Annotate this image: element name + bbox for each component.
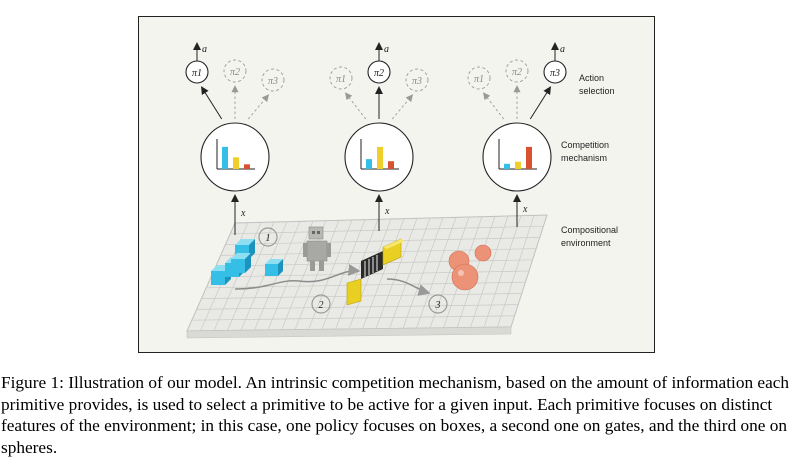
- competition-circle: [482, 122, 552, 192]
- bar-2: [377, 146, 383, 169]
- model-illustration: 1 2 3 π1 a π2 π3 x π1 π2 a π3 x π1 π2 π3 a x Action se…: [185, 42, 618, 339]
- bar-1: [222, 146, 228, 169]
- column-1: π1 a π2 π3 x: [185, 42, 285, 235]
- svg-text:2: 2: [319, 300, 324, 311]
- policy-1-circle: [467, 66, 491, 90]
- policy-3-label: π3: [268, 76, 278, 87]
- selection-arrow-1: [201, 86, 223, 120]
- svg-text:1: 1: [266, 233, 271, 244]
- action-symbol: a: [384, 44, 389, 55]
- boxes-group: [211, 239, 283, 285]
- label-compositional-environment-1: Compositional: [561, 225, 618, 235]
- policy-1-label: π1: [336, 74, 346, 85]
- policy-3-circle: [405, 68, 429, 92]
- policy-1-circle: [329, 66, 353, 90]
- caption-label: Figure 1:: [1, 373, 64, 392]
- bar-1: [504, 163, 510, 169]
- label-competition-mechanism-1: Competition: [561, 140, 609, 150]
- policy-3-label: π3: [550, 68, 560, 79]
- svg-text:3: 3: [435, 300, 441, 311]
- policy-2-circle: [505, 59, 529, 83]
- policy-2-circle: [223, 59, 247, 83]
- label-action-selection-2: selection: [579, 86, 615, 96]
- selection-arrow-1: [345, 92, 367, 120]
- policy-1-label: π1: [192, 68, 202, 79]
- figure-frame: 1 2 3 π1 a π2 π3 x π1 π2 a π3 x π1 π2 π3 a x Action se…: [138, 16, 655, 353]
- grid-line: [225, 237, 540, 245]
- agent-path-2: [386, 278, 431, 296]
- grid-line: [191, 315, 515, 321]
- competition-circle: [200, 122, 270, 192]
- selection-arrow-3: [391, 94, 414, 120]
- figure-caption: Figure 1: Illustration of our model. An …: [1, 372, 806, 458]
- bar-3: [244, 164, 250, 169]
- action-symbol: a: [202, 44, 207, 55]
- input-symbol: x: [240, 208, 246, 219]
- column-2: π1 π2 a π3 x: [329, 42, 429, 231]
- grid-line: [201, 293, 522, 299]
- robot-agent: [303, 226, 331, 271]
- bar-2: [515, 161, 521, 169]
- column-3: π1 π2 π3 a x: [467, 42, 567, 227]
- selection-arrow-1: [483, 92, 505, 120]
- selection-arrow-3: [529, 86, 551, 120]
- input-symbol: x: [522, 204, 528, 215]
- policy-3-label: π3: [412, 76, 422, 87]
- policy-2-label: π2: [374, 68, 384, 79]
- agent-path: [234, 263, 361, 290]
- path-marker-1: 1: [258, 227, 278, 247]
- gate-group: [346, 238, 405, 306]
- policy-3-circle: [261, 68, 285, 92]
- action-symbol: a: [560, 44, 565, 55]
- bar-3: [388, 161, 394, 169]
- spheres-group: [448, 244, 492, 291]
- label-competition-mechanism-2: mechanism: [561, 153, 607, 163]
- policy-2-label: π2: [512, 67, 522, 78]
- grid-line: [230, 225, 544, 235]
- policy-1-label: π1: [474, 74, 484, 85]
- grid-line: [196, 304, 519, 310]
- path-marker-2: 2: [311, 294, 331, 314]
- policy-2-label: π2: [230, 67, 240, 78]
- path-marker-3: 3: [428, 294, 448, 314]
- bar-1: [366, 159, 372, 169]
- bar-2: [233, 157, 239, 169]
- selection-arrow-3: [247, 94, 270, 120]
- caption-text: Illustration of our model. An intrinsic …: [1, 373, 790, 457]
- label-action-selection-1: Action: [579, 73, 604, 83]
- label-compositional-environment-2: environment: [561, 238, 611, 248]
- input-symbol: x: [384, 206, 390, 217]
- environment-floor: [186, 214, 548, 339]
- bar-3: [526, 146, 532, 169]
